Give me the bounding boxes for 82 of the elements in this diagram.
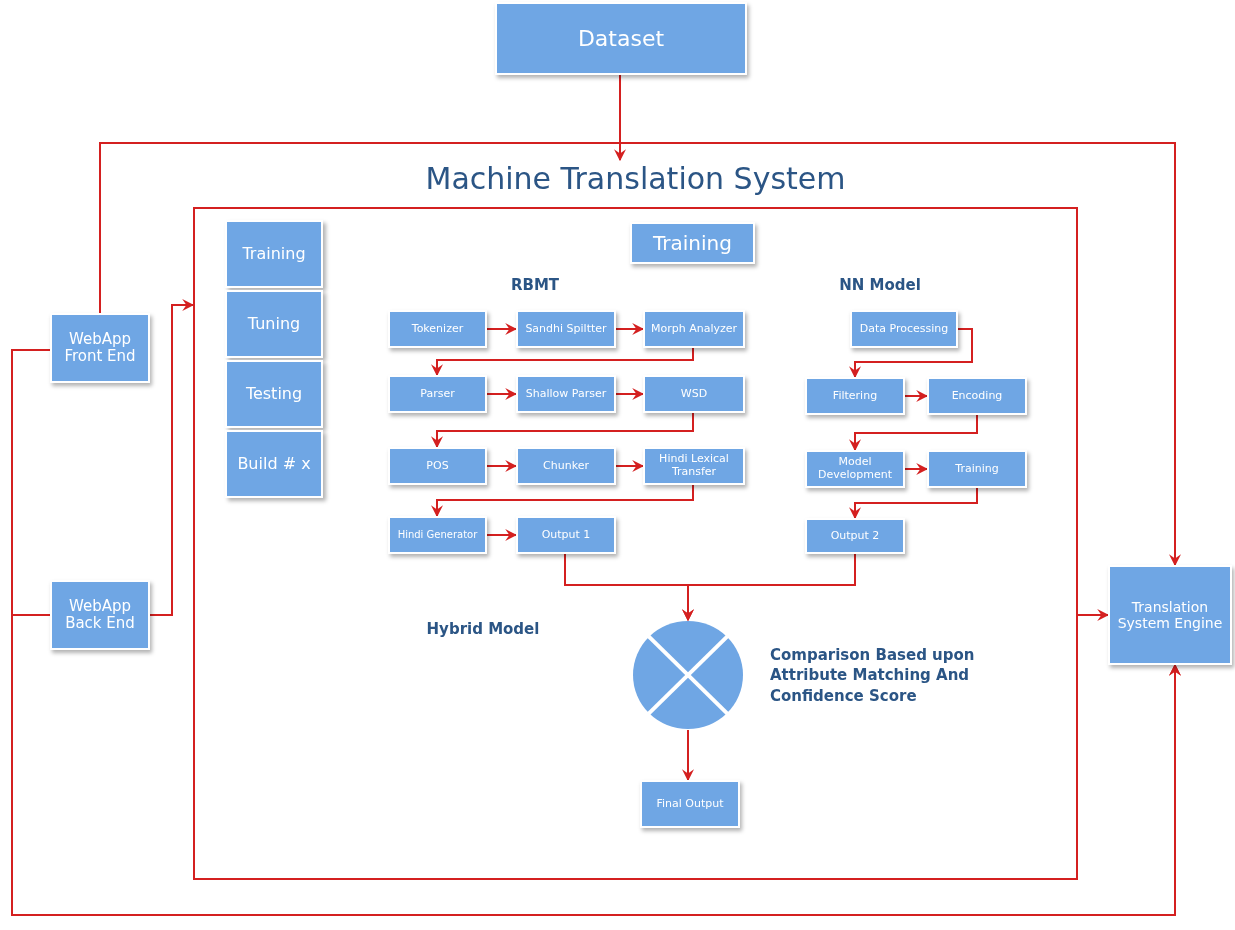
arrow [849, 328, 973, 379]
box-label: Filtering [832, 389, 878, 403]
section-label: NN Model [839, 276, 921, 294]
process-box [927, 450, 1027, 488]
box-label: Data Processing [859, 322, 949, 336]
arrow [11, 614, 1181, 916]
stage-box [225, 220, 323, 288]
stage-box [225, 360, 323, 428]
process-box [50, 313, 150, 383]
arrow [904, 463, 929, 475]
arrow [431, 484, 694, 518]
box-label: Model Development [816, 456, 894, 482]
box-label: Hindi Lexical Transfer [658, 453, 730, 479]
arrow [149, 299, 195, 616]
process-box [516, 375, 616, 413]
process-box [927, 377, 1027, 415]
box-label: Output 2 [830, 529, 880, 543]
box-label: Sandhi Spiltter [525, 322, 607, 336]
arrow [614, 74, 626, 162]
process-box [388, 447, 487, 485]
process-box [516, 447, 616, 485]
process-box [850, 310, 958, 348]
process-box [643, 447, 745, 485]
diagram-heading: Machine Translation System [425, 160, 846, 198]
stage-box [225, 290, 323, 358]
process-box [388, 375, 487, 413]
process-box [388, 310, 487, 348]
process-box [1108, 565, 1232, 665]
hybrid-circle [632, 620, 744, 730]
box-label: Shallow Parser [525, 387, 607, 401]
description-text: Comparison Based upon Attribute Matching And Confidence Score [770, 645, 976, 706]
arrow [682, 553, 856, 622]
box-label: Dataset [577, 25, 665, 52]
arrow [904, 390, 929, 402]
process-box [643, 310, 745, 348]
process-box [388, 516, 487, 554]
process-box [50, 580, 150, 650]
box-label: Parser [420, 387, 455, 401]
box-label: Build # x [237, 454, 311, 474]
process-box [805, 377, 905, 415]
arrow [615, 388, 645, 400]
box-label: Testing [245, 384, 303, 404]
box-label: Encoding [951, 389, 1003, 403]
process-box [495, 2, 747, 75]
box-label: Final Output [656, 797, 724, 811]
box-label: Chunker [543, 459, 589, 473]
process-box [516, 516, 616, 554]
stage-box [225, 430, 323, 498]
box-label: Hindi Generator [397, 529, 478, 541]
box-label: WebApp Back End [64, 597, 136, 633]
arrow [431, 412, 694, 449]
arrow [486, 460, 518, 472]
arrow [486, 388, 518, 400]
arrow [486, 323, 518, 335]
process-box [630, 222, 755, 264]
arrow [682, 729, 694, 782]
box-label: Morph Analyzer [650, 322, 738, 336]
arrow [615, 323, 645, 335]
box-label: WebApp Front End [63, 330, 137, 366]
arrow [849, 414, 978, 452]
section-label: Hybrid Model [426, 620, 540, 638]
arrow [1077, 609, 1110, 621]
box-label: POS [426, 459, 449, 473]
process-box [805, 450, 905, 488]
box-label: Training [242, 244, 306, 264]
process-box [640, 780, 740, 828]
arrow [99, 142, 1181, 567]
arrow [615, 460, 645, 472]
arrow [431, 347, 694, 377]
arrow [849, 487, 978, 520]
box-label: Training [653, 231, 732, 255]
box-label: Tuning [247, 314, 301, 334]
box-label: Training [955, 462, 999, 476]
process-box [643, 375, 745, 413]
section-label: RBMT [510, 276, 560, 294]
box-label: WSD [680, 387, 708, 401]
box-label: Translation System Engine [1116, 598, 1224, 632]
arrow [486, 529, 518, 541]
box-label: Tokenizer [411, 322, 464, 336]
process-box [516, 310, 616, 348]
process-box [805, 518, 905, 554]
box-label: Output 1 [541, 528, 591, 542]
